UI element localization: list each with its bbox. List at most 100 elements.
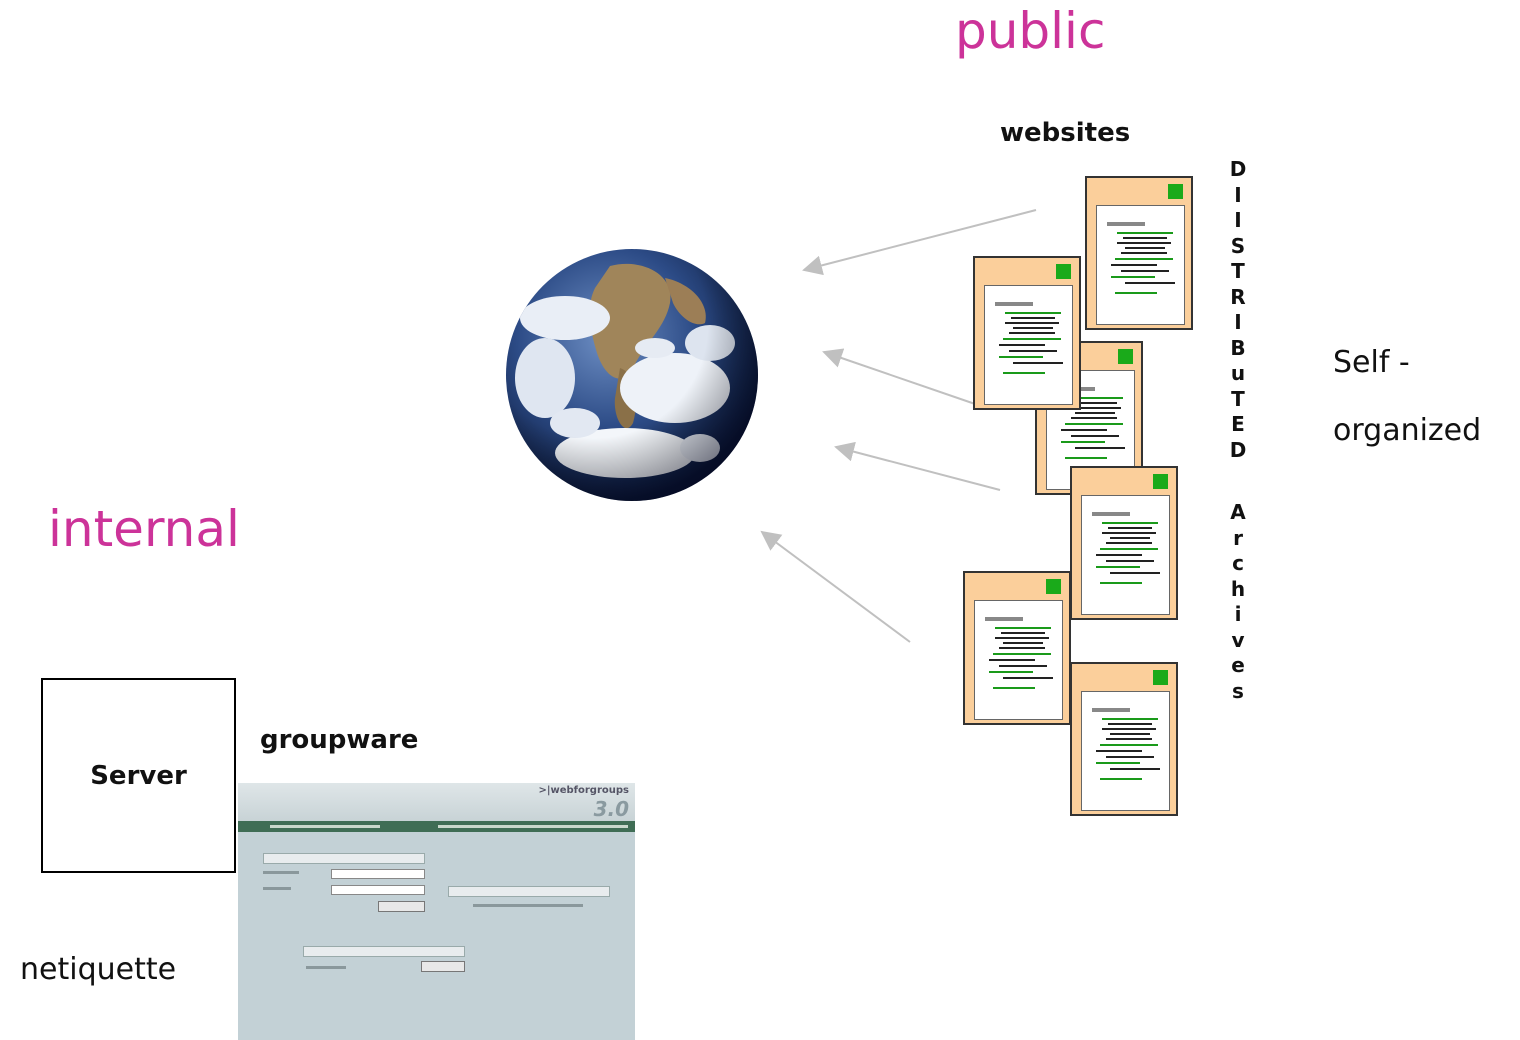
text-line bbox=[1071, 417, 1117, 419]
text-line bbox=[1106, 542, 1152, 544]
text-line bbox=[1100, 744, 1158, 746]
text-line bbox=[1110, 537, 1150, 539]
text-line bbox=[1075, 412, 1115, 414]
text-line bbox=[1106, 756, 1154, 758]
text-line bbox=[1125, 247, 1165, 249]
groupware-version: 3.0 bbox=[593, 797, 629, 821]
text-line bbox=[1096, 762, 1140, 764]
web-document-icon bbox=[1070, 466, 1178, 620]
text-line bbox=[1121, 252, 1167, 254]
options-button[interactable] bbox=[421, 961, 465, 972]
arrow-4 bbox=[760, 530, 911, 643]
text-line bbox=[1013, 327, 1053, 329]
green-marker bbox=[1118, 349, 1133, 364]
arrow-1 bbox=[802, 209, 1037, 276]
vertical-letter: D bbox=[1229, 437, 1247, 462]
text-line bbox=[1106, 738, 1152, 740]
netiquette-label: netiquette bbox=[20, 952, 177, 987]
vertical-letter: B bbox=[1230, 335, 1246, 360]
self-label: Self - bbox=[1333, 345, 1410, 380]
vertical-letter: T bbox=[1231, 259, 1245, 283]
vertical-letter: S bbox=[1230, 233, 1246, 258]
green-marker bbox=[1168, 184, 1183, 199]
text-line bbox=[1009, 332, 1055, 334]
text-line bbox=[995, 637, 1049, 639]
text-line bbox=[1100, 548, 1158, 550]
text-line bbox=[1107, 222, 1145, 226]
text-line bbox=[1102, 522, 1158, 524]
text-line bbox=[1102, 718, 1158, 720]
text-line bbox=[1102, 728, 1156, 730]
earth-globe-icon bbox=[506, 249, 758, 501]
groupware-screenshot: >|webforgroups 3.0 bbox=[238, 783, 635, 1040]
text-line bbox=[1003, 642, 1043, 644]
text-line bbox=[999, 647, 1045, 649]
vertical-letter: c bbox=[1232, 551, 1244, 575]
text-line bbox=[1075, 447, 1125, 449]
text-line bbox=[1117, 232, 1173, 234]
arrow-3 bbox=[834, 441, 1001, 491]
text-line bbox=[985, 617, 1023, 621]
text-line bbox=[1003, 677, 1053, 679]
text-line bbox=[1003, 338, 1061, 340]
text-line bbox=[1123, 237, 1167, 239]
text-line bbox=[1067, 407, 1121, 409]
vertical-letter: E bbox=[1231, 412, 1245, 436]
text-line bbox=[999, 356, 1043, 358]
options-panel-header bbox=[303, 946, 465, 957]
vertical-letter: D bbox=[1229, 157, 1247, 181]
document-page bbox=[1096, 205, 1185, 325]
text-line bbox=[1061, 429, 1107, 431]
text-line bbox=[1005, 322, 1059, 324]
login-button[interactable] bbox=[378, 901, 425, 912]
vertical-letter: s bbox=[1232, 678, 1244, 703]
text-line bbox=[1071, 435, 1119, 437]
text-line bbox=[999, 344, 1045, 346]
text-line bbox=[1065, 457, 1107, 459]
text-line bbox=[1100, 582, 1142, 584]
text-line bbox=[1102, 532, 1156, 534]
green-marker bbox=[1046, 579, 1061, 594]
public-heading: public bbox=[955, 2, 1106, 60]
password-field[interactable] bbox=[331, 885, 425, 895]
document-page bbox=[984, 285, 1073, 405]
text-line bbox=[1013, 362, 1063, 364]
vertical-letter: I bbox=[1234, 310, 1242, 334]
status-panel-header bbox=[448, 886, 610, 897]
web-document-icon bbox=[973, 256, 1081, 410]
text-line bbox=[989, 659, 1035, 661]
vertical-letter: u bbox=[1230, 361, 1246, 385]
text-line bbox=[1111, 276, 1155, 278]
text-line bbox=[1106, 560, 1154, 562]
text-line bbox=[1115, 292, 1157, 294]
text-line bbox=[1001, 632, 1045, 634]
web-document-icon bbox=[1070, 662, 1178, 816]
text-line bbox=[1005, 312, 1061, 314]
vertical-letter: r bbox=[1233, 525, 1243, 550]
organized-label: organized bbox=[1333, 413, 1482, 448]
green-marker bbox=[1056, 264, 1071, 279]
vertical-letter: T bbox=[1231, 386, 1245, 411]
text-line bbox=[1096, 750, 1142, 752]
text-line bbox=[1065, 423, 1123, 425]
vertical-letter: I bbox=[1234, 182, 1242, 207]
text-line bbox=[1073, 402, 1117, 404]
text-line bbox=[993, 653, 1051, 655]
vertical-letter: R bbox=[1230, 284, 1246, 309]
username-field[interactable] bbox=[331, 869, 425, 879]
text-line bbox=[1092, 708, 1130, 712]
green-marker bbox=[1153, 670, 1168, 685]
text-line bbox=[989, 671, 1033, 673]
server-box: Server bbox=[41, 678, 236, 873]
text-line bbox=[1011, 317, 1055, 319]
vertical-letter: v bbox=[1231, 627, 1245, 652]
text-line bbox=[1067, 397, 1123, 399]
text-line bbox=[1108, 723, 1152, 725]
groupware-label: groupware bbox=[260, 725, 419, 755]
text-line bbox=[1092, 512, 1130, 516]
text-line bbox=[1061, 441, 1105, 443]
text-line bbox=[1100, 778, 1142, 780]
websites-label: websites bbox=[1000, 118, 1131, 148]
